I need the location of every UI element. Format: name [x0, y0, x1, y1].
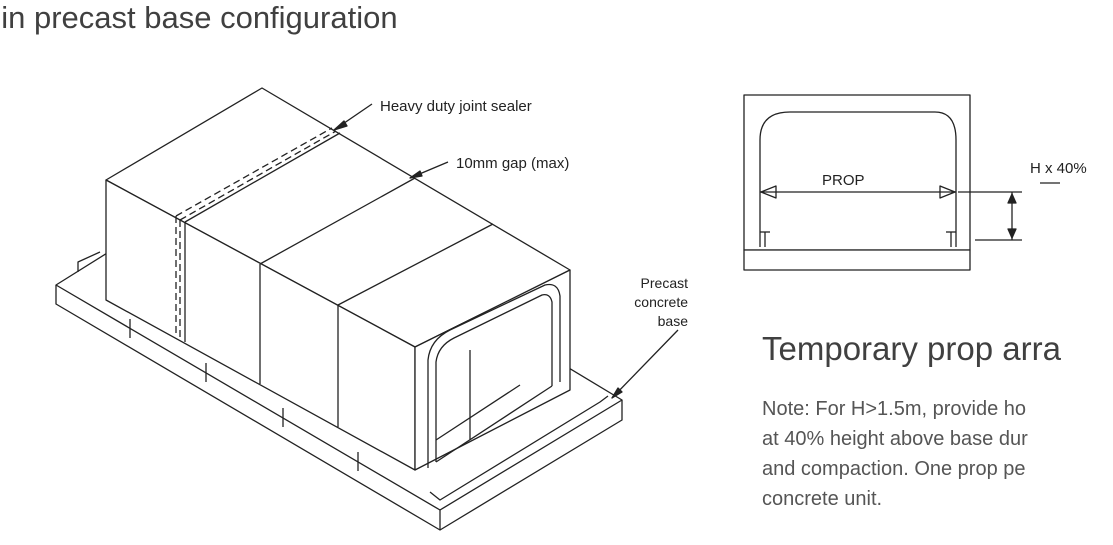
- cross-section: [743, 94, 1060, 271]
- page-title: t in precast base configuration: [0, 0, 398, 35]
- note-line-1: Note: For H>1.5m, provide ho: [762, 398, 1027, 420]
- prop-label: PROP: [822, 172, 865, 189]
- joint-sealer-label: Heavy duty joint sealer: [380, 98, 532, 115]
- box-units: [105, 87, 571, 471]
- prop-note: Note: For H>1.5m, provide ho at 40% heig…: [762, 394, 1113, 514]
- temporary-prop-heading: Temporary prop arra: [762, 330, 1061, 367]
- isometric-leaders: [333, 103, 679, 399]
- note-line-4: concrete unit.: [762, 488, 883, 510]
- base-label-line-1: Precast: [641, 275, 689, 291]
- base-label-line-2: concrete: [634, 294, 688, 310]
- note-line-3: and compaction. One prop pe: [762, 458, 1026, 480]
- base-label-line-3: base: [658, 313, 689, 329]
- height-label: H x 40%: [1030, 160, 1087, 177]
- note-line-2: at 40% height above base dur: [762, 428, 1028, 450]
- gap-label: 10mm gap (max): [456, 155, 569, 172]
